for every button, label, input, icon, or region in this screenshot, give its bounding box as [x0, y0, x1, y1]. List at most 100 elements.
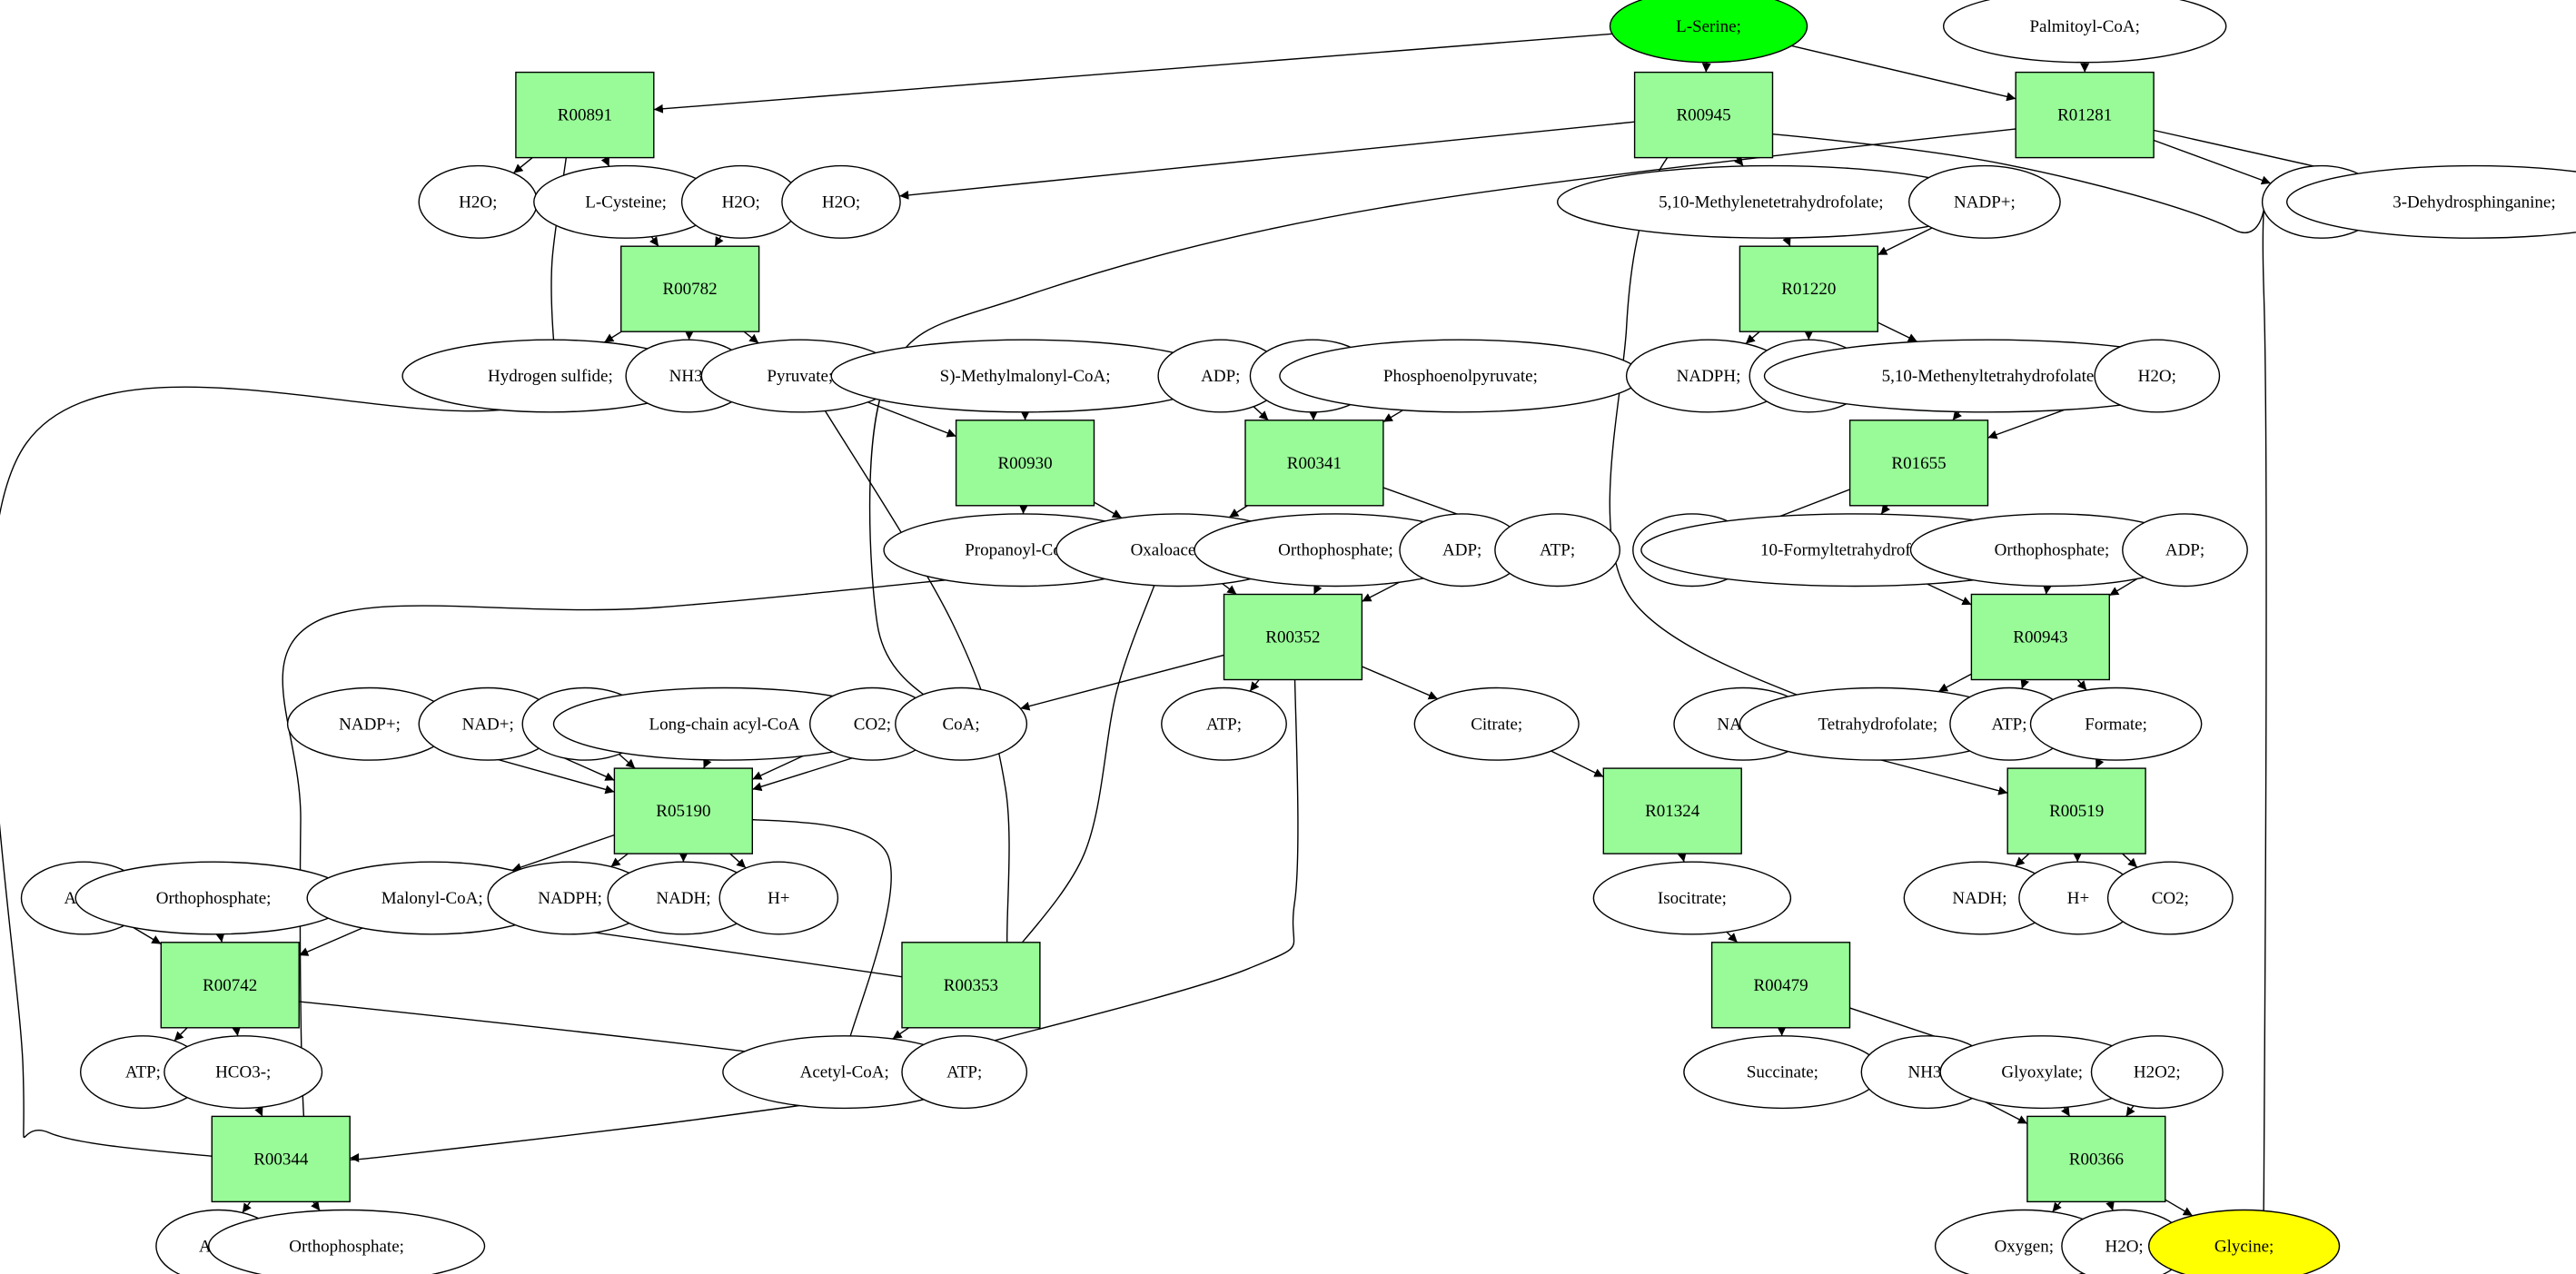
node-isocitrate: Isocitrate;: [1592, 861, 1792, 935]
reaction-box: [160, 942, 300, 1029]
edge-lcys-to-r00782: [649, 236, 659, 247]
node-label: H2O;: [822, 193, 860, 212]
edge-malonyl-to-r00742: [298, 927, 363, 956]
edge-pyruvate-to-r00930: [867, 401, 956, 438]
edge-r00742-to-atp_d: [173, 1027, 188, 1042]
node-label: H2O2;: [2134, 1063, 2181, 1082]
edge-citrate-to-r01324: [1551, 750, 1604, 778]
node-succinate: Succinate;: [1683, 1035, 1882, 1110]
node-label: Acetyl-CoA;: [800, 1063, 889, 1082]
node-nadph_b: NADPH;: [487, 861, 653, 935]
node-label: R01324: [1645, 802, 1700, 821]
reaction-box: [1970, 593, 2110, 681]
edge-r01220-to-nadph_a: [1745, 331, 1760, 345]
edge-r05190-to-hplus_c: [729, 853, 747, 869]
node-label: R01655: [1891, 454, 1946, 473]
edge-serine-to-r00891: [653, 33, 1612, 114]
node-label: Glyoxylate;: [2001, 1063, 2083, 1082]
edge-r01220-to-methenyl: [1877, 321, 1918, 342]
node-thf: Tetrahydrofolate;: [1739, 686, 2016, 761]
compound-ellipse: [1592, 861, 1792, 935]
edge-r00519-to-co2_d: [2122, 853, 2138, 868]
edge-r00943-to-formate: [2076, 679, 2087, 691]
node-nad_a: NAD+;: [418, 686, 558, 761]
node-pep: Phosphoenolpyruvate;: [1279, 339, 1642, 413]
node-atp_c: ATP;: [1949, 686, 2069, 761]
node-r00945: R00945: [1633, 71, 1774, 159]
node-label: R00341: [1287, 454, 1342, 473]
compound-ellipse: [2094, 339, 2221, 413]
compound-ellipse: [1494, 513, 1621, 588]
reaction-box: [620, 245, 760, 332]
node-label: Palmitoyl-CoA;: [2029, 17, 2139, 36]
edge-r00352-to-atp_b: [1249, 679, 1260, 692]
node-coa: CoA;: [895, 686, 1028, 761]
node-label: NADPH;: [1677, 367, 1741, 386]
node-h2o_d: H2O;: [2094, 339, 2221, 413]
reaction-box: [613, 767, 754, 854]
node-label: Isocitrate;: [1658, 889, 1727, 908]
reaction-box: [515, 71, 655, 159]
edge-r00353-to-oxalo: [1000, 568, 1161, 974]
node-label: Propanoyl-CoA;: [965, 541, 1079, 560]
compound-ellipse: [718, 861, 839, 935]
node-label: Oxygen;: [1995, 1237, 2054, 1256]
node-r00344: R00344: [211, 1115, 351, 1203]
node-label: NADH;: [656, 889, 710, 908]
edge-h2s-to-r00891: [550, 131, 570, 362]
reaction-box: [2015, 71, 2155, 159]
edge-isocitrate-to-r00479: [1726, 931, 1739, 943]
node-label: Citrate;: [1471, 715, 1522, 734]
edge-oxalo-to-r00352: [1222, 583, 1237, 596]
node-r00479: R00479: [1710, 942, 1851, 1029]
compound-ellipse: [2122, 513, 2248, 588]
node-methenyl: 5,10-Methenyltetrahydrofolate: [1763, 339, 2213, 413]
edge-pep-to-r00341: [1382, 410, 1403, 423]
reaction-box: [1602, 767, 1742, 854]
compound-ellipse: [1609, 0, 1808, 64]
node-glycine: Glycine;: [2148, 1209, 2341, 1274]
edge-r00943-to-atp_c: [2020, 678, 2029, 689]
edge-r00366-to-glycine: [2165, 1199, 2194, 1217]
node-label: ADP;: [1201, 367, 1240, 386]
edge-r00352-to-coa: [1020, 654, 1224, 711]
node-label: H2O;: [2138, 367, 2176, 386]
edge-r00352-to-citrate: [1362, 666, 1439, 700]
edge-r05190-to-malonyl: [511, 834, 615, 872]
node-longchain: Long-chain acyl-CoA: [552, 686, 897, 761]
node-r05190: R05190: [613, 767, 754, 854]
compound-ellipse: [1413, 686, 1580, 761]
node-r00943: R00943: [1970, 593, 2110, 681]
node-label: NAD+;: [462, 715, 514, 734]
node-r01324: R01324: [1602, 767, 1742, 854]
node-label: S)-Methylmalonyl-CoA;: [940, 367, 1111, 386]
node-label: R01220: [1781, 280, 1836, 299]
reaction-box: [211, 1115, 351, 1203]
compound-ellipse: [781, 164, 901, 239]
node-dehydro: 3-Dehydrosphinganine;: [2286, 164, 2576, 239]
node-label: R00943: [2013, 628, 2067, 647]
node-label: H2O;: [2105, 1237, 2143, 1256]
node-label: Pyruvate;: [767, 367, 833, 386]
node-label: NH3;: [1907, 1063, 1946, 1082]
node-label: 5,10-Methenyltetrahydrofolate: [1882, 367, 2095, 386]
node-label: L-Cysteine;: [585, 193, 667, 212]
node-label: NADPH;: [538, 889, 602, 908]
node-hplus_c: H+: [718, 861, 839, 935]
node-serine: L-Serine;: [1609, 0, 1808, 64]
edge-r00945-to-methylene: [1734, 155, 1744, 167]
node-label: Hydrogen sulfide;: [488, 367, 613, 386]
edge-r00943-to-thf: [1937, 673, 1972, 693]
node-r00352: R00352: [1223, 593, 1363, 681]
edge-r00782-to-pyruvate: [743, 331, 759, 344]
node-label: ATP;: [1991, 715, 2026, 734]
node-label: Orthophosphate;: [1278, 541, 1393, 560]
node-glyoxylate: Glyoxylate;: [1939, 1035, 2145, 1110]
edge-h2o_e-to-r05190: [619, 754, 636, 769]
reaction-box: [955, 420, 1095, 507]
edge-r00366-to-oxygen: [2052, 1200, 2062, 1213]
node-label: R00782: [663, 280, 718, 299]
node-label: ATP;: [946, 1063, 982, 1082]
compound-ellipse: [1943, 0, 2227, 64]
